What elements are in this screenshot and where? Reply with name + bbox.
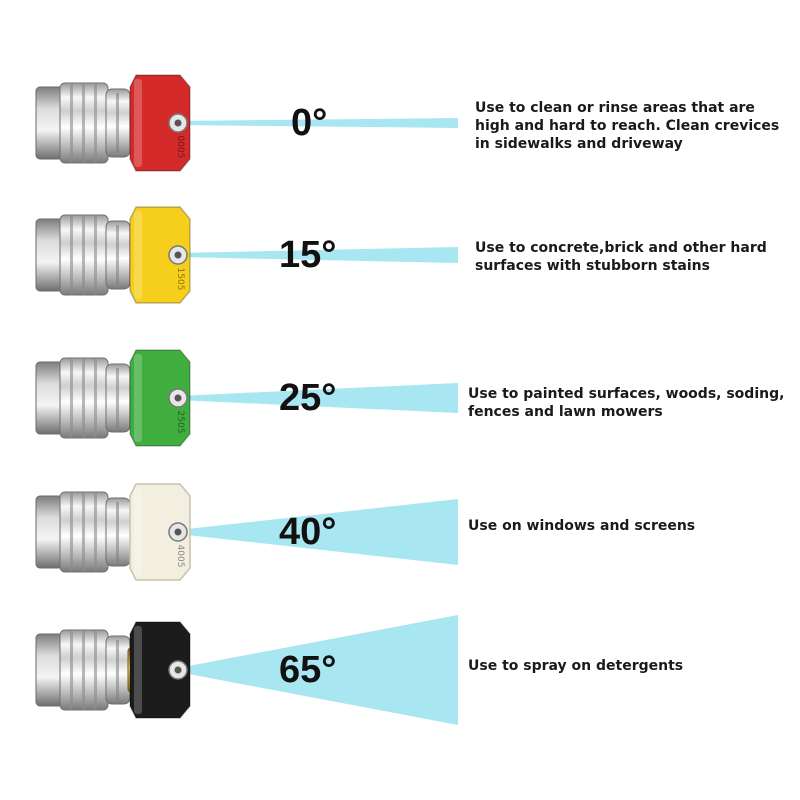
angle-label: 65° <box>279 649 337 691</box>
description-line: Use to concrete,brick and other hard <box>475 240 767 256</box>
angle-label: 0° <box>291 102 328 144</box>
nozzle-hole <box>174 528 182 536</box>
nozzle-tip <box>129 74 191 172</box>
description-line: in sidewalks and driveway <box>475 136 683 152</box>
tip-highlight <box>134 211 142 299</box>
nozzle-description: Use on windows and screens <box>468 517 788 535</box>
nozzle-hole <box>174 394 182 402</box>
description-line: Use to clean or rinse areas that are <box>475 100 755 116</box>
coupler-groove <box>116 368 119 428</box>
coupler-groove <box>94 358 97 438</box>
coupler-groove <box>116 93 119 153</box>
spray-pattern <box>178 247 458 263</box>
description-line: fences and lawn mowers <box>468 404 663 420</box>
coupler-groove <box>82 358 85 438</box>
nozzle-1: 1505 <box>35 206 191 304</box>
spray-pattern <box>178 499 458 565</box>
nozzle-2: 2505 <box>35 349 191 447</box>
coupler-groove <box>70 630 73 710</box>
description-line: Use on windows and screens <box>468 518 696 534</box>
coupler-groove <box>94 83 97 163</box>
tip-highlight <box>134 79 142 167</box>
tip-code: 4005 <box>175 545 185 568</box>
coupler-groove <box>82 83 85 163</box>
spray-pattern <box>178 615 458 725</box>
coupler-groove <box>70 358 73 438</box>
coupler-groove <box>116 640 119 700</box>
coupler-groove <box>116 502 119 562</box>
nozzle-3: 4005 <box>35 483 191 581</box>
nozzle-description: Use to painted surfaces, woods, soding, f… <box>468 385 788 421</box>
coupler-groove <box>82 630 85 710</box>
nozzle-tip <box>129 621 191 719</box>
coupler-groove <box>116 225 119 285</box>
coupler-groove <box>82 215 85 295</box>
nozzle-hole <box>174 119 182 127</box>
nozzle-description: Use to clean or rinse areas that are high… <box>475 99 795 153</box>
coupler-groove <box>70 83 73 163</box>
coupler-groove <box>82 492 85 572</box>
description-line: high and hard to reach. Clean crevices <box>475 118 780 134</box>
nozzle-hole <box>174 666 182 674</box>
nozzle-hole <box>174 251 182 259</box>
coupler-groove <box>94 630 97 710</box>
tip-highlight <box>134 626 142 714</box>
tip-code: 2505 <box>175 411 185 434</box>
nozzle-description: Use to concrete,brick and other hard surf… <box>475 239 795 275</box>
tip-code: 1505 <box>175 268 185 291</box>
description-line: Use to painted surfaces, woods, soding, <box>468 386 785 402</box>
nozzle-tip <box>129 349 191 447</box>
description-line: Use to spray on detergents <box>468 658 684 674</box>
nozzle-tip <box>129 483 191 581</box>
tip-code: 0005 <box>175 136 185 159</box>
nozzle-description: Use to spray on detergents <box>468 657 788 675</box>
description-line: surfaces with stubborn stains <box>475 258 710 274</box>
angle-label: 15° <box>279 234 337 276</box>
nozzle-0: 0005 <box>35 74 191 172</box>
coupler-groove <box>94 492 97 572</box>
coupler-groove <box>94 215 97 295</box>
spray-pattern <box>178 383 458 413</box>
nozzle-tip <box>129 206 191 304</box>
coupler-groove <box>70 492 73 572</box>
angle-label: 25° <box>279 377 337 419</box>
spray-pattern <box>178 118 458 128</box>
tip-highlight <box>134 354 142 442</box>
coupler-groove <box>70 215 73 295</box>
nozzle-4 <box>35 621 191 719</box>
angle-label: 40° <box>279 511 337 553</box>
tip-highlight <box>134 488 142 576</box>
